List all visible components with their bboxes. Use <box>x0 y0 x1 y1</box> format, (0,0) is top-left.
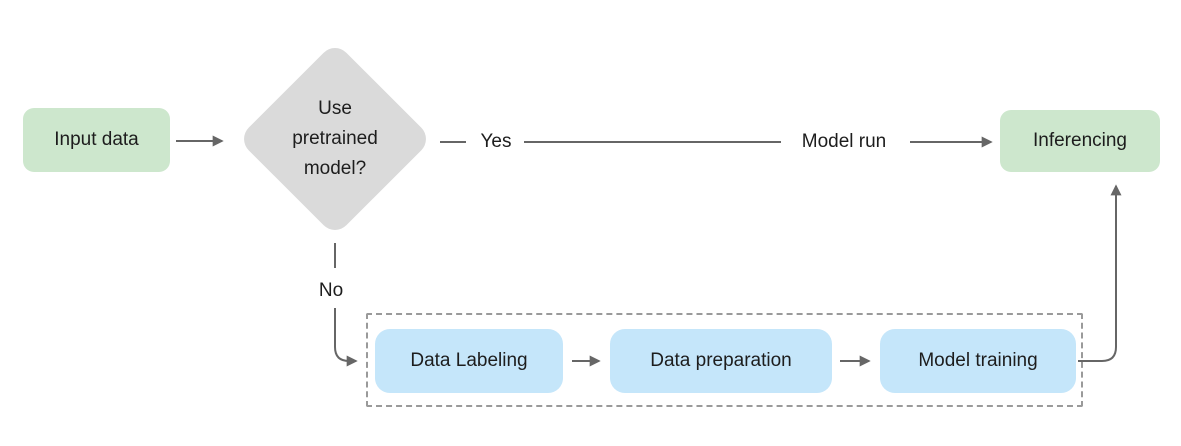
edge-label-model-run: Model run <box>801 131 887 152</box>
edge-no-segment-2 <box>334 308 358 367</box>
node-input-data-label: Input data <box>54 129 139 150</box>
node-decision-use-pretrained-model: Use pretrained model? <box>237 41 433 237</box>
node-model-training-label: Model training <box>918 350 1038 371</box>
edge-label-no: No <box>318 280 344 301</box>
node-input-data: Input data <box>23 108 170 172</box>
node-inferencing-label: Inferencing <box>1032 130 1127 151</box>
node-model-training: Model training <box>880 329 1076 393</box>
node-inferencing: Inferencing <box>1000 110 1160 172</box>
edge-label-yes: Yes <box>480 131 512 152</box>
node-data-preparation-label: Data preparation <box>650 350 792 371</box>
node-data-labeling: Data Labeling <box>375 329 563 393</box>
edge-training-to-inferencing <box>1078 184 1122 362</box>
node-data-labeling-label: Data Labeling <box>410 350 528 371</box>
node-decision-label: Use pretrained model? <box>292 98 378 179</box>
node-data-preparation: Data preparation <box>610 329 832 393</box>
